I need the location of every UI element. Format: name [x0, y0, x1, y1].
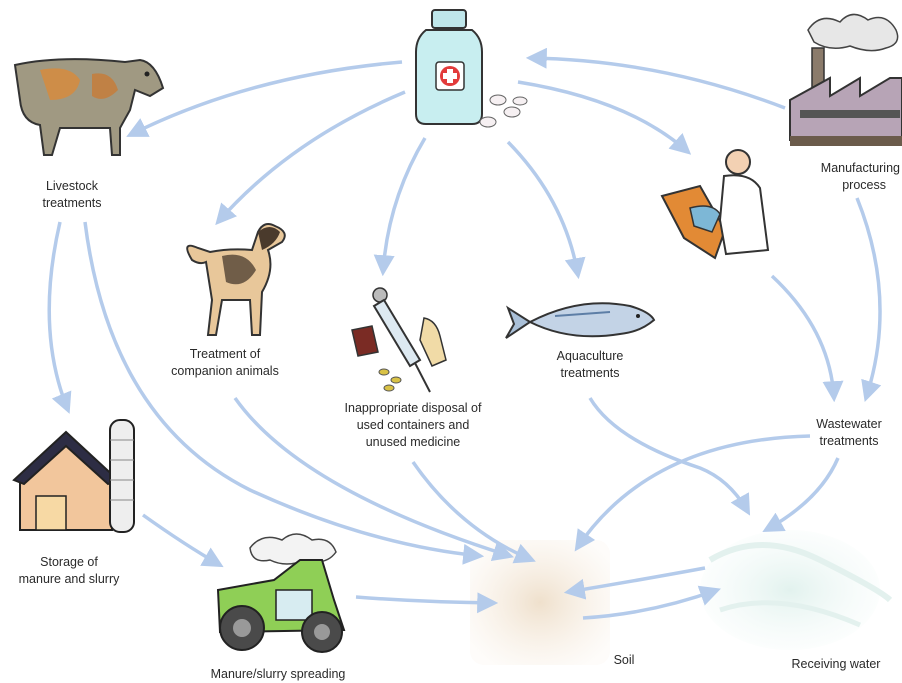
arrow-livestock-storage [47, 221, 72, 414]
arrow-water-soil [563, 566, 706, 600]
arrow-human-wastewater [770, 274, 844, 403]
syringe-icon [351, 287, 447, 393]
arrow-companion-soil [233, 396, 515, 561]
tractor-icon [216, 533, 346, 653]
doctor-patient-icon [660, 149, 770, 260]
soil-patch [470, 540, 610, 665]
water-splash [700, 530, 893, 650]
arrow-medicine-human [517, 80, 692, 155]
arrow-factory-medicine [525, 47, 786, 110]
dog-icon [186, 223, 286, 336]
label-receiving-water: Receiving water [791, 657, 881, 671]
label-soil: Soil [613, 653, 635, 667]
arrow-medicine-livestock [126, 60, 403, 137]
factory-icon [789, 13, 902, 146]
medicine-bottle-icon [415, 9, 528, 128]
arrow-soil-water [582, 585, 721, 620]
arrow-medicine-aquaculture [506, 140, 586, 280]
barn-icon [12, 419, 135, 533]
cow-icon [13, 58, 165, 156]
label-manure-spreading: Manure/slurry spreading [210, 667, 346, 681]
fish-icon [505, 302, 656, 339]
arrow-spreading-soil [355, 592, 499, 614]
arrow-wastewater-water [762, 457, 840, 533]
arrow-factory-wastewater [855, 197, 882, 402]
flow-arrows [47, 47, 882, 620]
arrow-wastewater-soil [574, 434, 811, 552]
arrow-livestock-soil [83, 221, 485, 565]
arrow-medicine-companion [215, 90, 406, 226]
arrow-storage-spreading [141, 513, 224, 568]
arrow-disposal-soil [411, 461, 536, 564]
arrow-aquaculture-water [588, 397, 751, 516]
arrow-medicine-disposal [373, 137, 427, 277]
